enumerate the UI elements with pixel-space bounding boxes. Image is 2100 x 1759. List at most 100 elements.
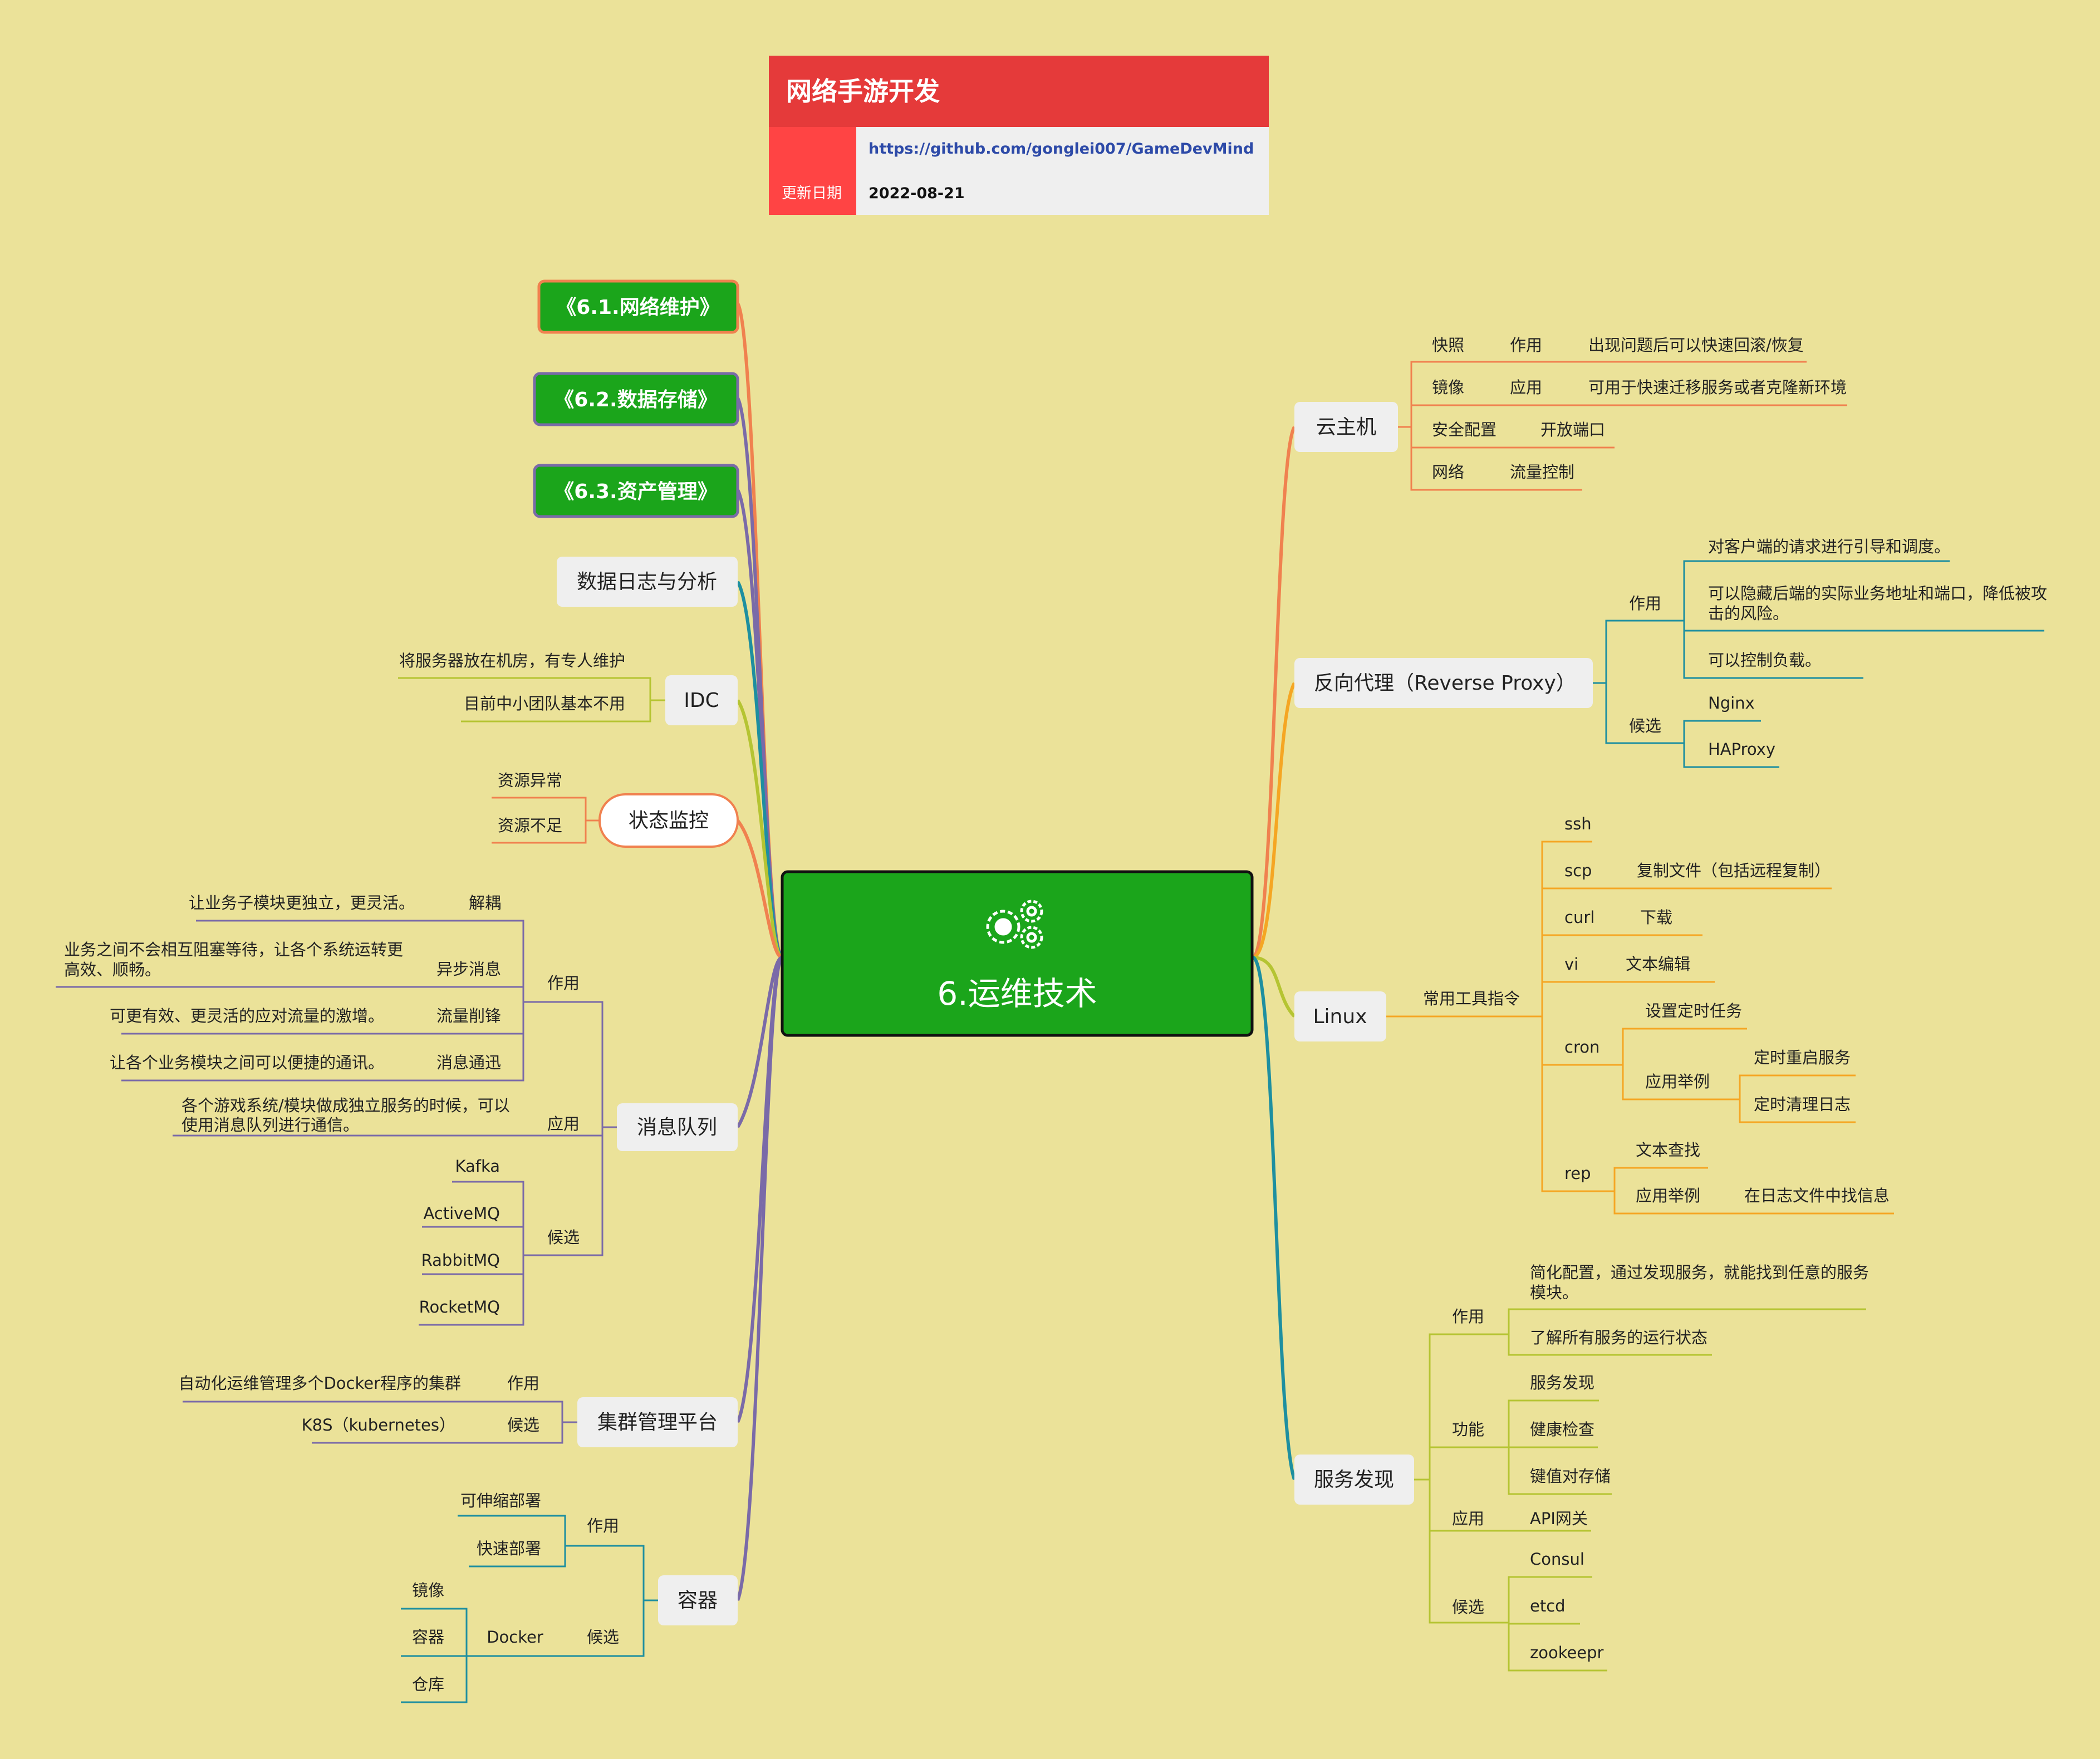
linux-tools-label: 常用工具指令 xyxy=(1423,989,1520,1008)
mq-purpose-desc: 业务之间不会相互阻塞等待，让各个系统运转更 xyxy=(64,940,403,959)
linux-cmd: curl xyxy=(1564,908,1594,927)
mq-purpose-desc: 可更有效、更灵活的应对流量的激增。 xyxy=(110,1006,384,1025)
mq-purpose-label: 作用 xyxy=(547,974,580,992)
proxy-purpose: 对客户端的请求进行引导和调度。 xyxy=(1708,537,1950,556)
topic-reverse-proxy[interactable]: 反向代理（Reverse Proxy） xyxy=(1294,658,1593,708)
discovery-candidate: etcd xyxy=(1530,1596,1566,1615)
idc-item: 将服务器放在机房，有专人维护 xyxy=(399,651,625,670)
topic-idc[interactable]: IDC xyxy=(665,675,738,725)
discovery-connectors xyxy=(1414,1308,1866,1672)
discovery-candidate: zookeepr xyxy=(1530,1643,1604,1662)
topic-message-queue[interactable]: 消息队列 xyxy=(617,1103,738,1151)
linux-cmd: rep xyxy=(1564,1164,1591,1183)
proxy-purpose: 可以控制负载。 xyxy=(1708,651,1821,670)
cron-example: 定时重启服务 xyxy=(1754,1048,1851,1067)
cluster-connectors xyxy=(183,1401,577,1444)
topic-network-maintenance[interactable]: 《6.1.网络维护》 xyxy=(537,279,739,334)
proxy-purpose: 击的风险。 xyxy=(1708,604,1789,623)
proxy-candidate-label: 候选 xyxy=(1629,716,1661,735)
discovery-app: API网关 xyxy=(1530,1509,1588,1528)
mq-candidate: Kafka xyxy=(455,1157,500,1176)
cloud-item: 流量控制 xyxy=(1510,463,1574,481)
discovery-func: 健康检查 xyxy=(1530,1420,1594,1439)
topic-service-discovery[interactable]: 服务发现 xyxy=(1294,1455,1414,1505)
topic-label: 数据日志与分析 xyxy=(577,571,717,593)
topic-label: 《6.2.数据存储》 xyxy=(554,389,717,411)
cloud-item: 应用 xyxy=(1510,378,1542,397)
monitor-item: 资源不足 xyxy=(498,816,562,835)
cloud-item: 安全配置 xyxy=(1432,420,1497,439)
topic-linux[interactable]: Linux xyxy=(1294,991,1386,1041)
header-info-cell xyxy=(856,127,1269,215)
idc-connectors xyxy=(398,677,665,723)
discovery-purpose: 模块。 xyxy=(1530,1283,1578,1302)
cloud-item: 开放端口 xyxy=(1540,420,1605,439)
discovery-candidate: Consul xyxy=(1530,1550,1584,1569)
cluster-candidate: K8S（kubernetes） xyxy=(302,1416,455,1434)
container-purpose: 快速部署 xyxy=(477,1539,541,1558)
center-topic[interactable]: 6.运维技术 xyxy=(781,870,1254,1037)
proxy-candidate: Nginx xyxy=(1708,694,1755,713)
topic-cloud-host[interactable]: 云主机 xyxy=(1294,402,1398,452)
cloud-item: 可用于快速迁移服务或者克隆新环境 xyxy=(1588,378,1847,397)
mq-purpose-key: 异步消息 xyxy=(436,960,501,979)
proxy-candidate: HAProxy xyxy=(1708,740,1775,759)
rep-item: 文本查找 xyxy=(1636,1141,1700,1159)
topic-label: Linux xyxy=(1313,1005,1367,1028)
mq-purpose-desc: 让各个业务模块之间可以便捷的通讯。 xyxy=(110,1053,384,1072)
mq-candidate: ActiveMQ xyxy=(423,1204,500,1223)
topic-cluster-platform[interactable]: 集群管理平台 xyxy=(577,1397,738,1447)
linux-cmd-desc: 下载 xyxy=(1640,908,1672,927)
topic-data-log-analysis[interactable]: 数据日志与分析 xyxy=(557,557,738,607)
cloud-item: 出现问题后可以快速回滚/恢复 xyxy=(1588,336,1804,355)
container-purpose: 可伸缩部署 xyxy=(460,1491,541,1510)
rep-example: 在日志文件中找信息 xyxy=(1744,1186,1890,1205)
discovery-purpose: 简化配置，通过发现服务，就能找到任意的服务 xyxy=(1530,1263,1869,1282)
mq-app-desc: 使用消息队列进行通信。 xyxy=(181,1116,359,1134)
topic-label: 云主机 xyxy=(1316,416,1376,439)
topic-label: 《6.1.网络维护》 xyxy=(556,296,719,319)
container-purpose-label: 作用 xyxy=(587,1516,619,1535)
proxy-purpose-label: 作用 xyxy=(1629,594,1661,613)
header-date-label: 更新日期 xyxy=(782,185,842,202)
main-branches xyxy=(736,302,1296,1601)
header-card: 网络手游开发 https://github.com/gonglei007/Gam… xyxy=(769,56,1269,215)
mq-candidate: RabbitMQ xyxy=(421,1251,500,1270)
topic-label: 集群管理平台 xyxy=(597,1411,718,1434)
header-date: 2022-08-21 xyxy=(869,185,965,202)
header-link[interactable]: https://github.com/gonglei007/GameDevMin… xyxy=(869,140,1254,158)
cron-item: 设置定时任务 xyxy=(1645,1001,1742,1020)
topic-label: 消息队列 xyxy=(637,1116,717,1139)
monitor-connectors xyxy=(492,797,600,844)
topic-asset-management[interactable]: 《6.3.资产管理》 xyxy=(533,464,739,518)
topic-status-monitoring[interactable]: 状态监控 xyxy=(598,793,739,848)
discovery-func: 服务发现 xyxy=(1530,1373,1594,1392)
cluster-purpose-desc: 自动化运维管理多个Docker程序的集群 xyxy=(178,1374,461,1393)
topic-label: 服务发现 xyxy=(1314,1468,1394,1491)
cloud-item: 作用 xyxy=(1510,336,1542,355)
topic-container[interactable]: 容器 xyxy=(658,1575,738,1625)
mq-connectors xyxy=(56,920,617,1326)
discovery-func: 键值对存储 xyxy=(1530,1467,1611,1486)
cluster-candidate-label: 候选 xyxy=(507,1416,539,1434)
cron-example: 定时清理日志 xyxy=(1754,1095,1851,1114)
discovery-func-label: 功能 xyxy=(1452,1420,1484,1439)
topic-data-storage[interactable]: 《6.2.数据存储》 xyxy=(533,372,739,426)
cluster-purpose-label: 作用 xyxy=(507,1374,539,1393)
proxy-connectors xyxy=(1593,560,2044,768)
cloud-connectors xyxy=(1398,361,1847,491)
topic-label: 容器 xyxy=(678,1589,718,1612)
header-title-bar xyxy=(769,56,1269,127)
container-docker: Docker xyxy=(487,1628,543,1647)
cloud-item: 网络 xyxy=(1432,463,1464,481)
docker-item: 镜像 xyxy=(412,1581,444,1600)
mq-purpose-desc: 高效、顺畅。 xyxy=(64,960,161,979)
cron-item: 应用举例 xyxy=(1645,1072,1710,1091)
header-label-cell xyxy=(769,127,856,215)
linux-cmd-desc: 文本编辑 xyxy=(1626,955,1690,974)
cloud-item: 镜像 xyxy=(1432,378,1464,397)
linux-cmd: scp xyxy=(1564,861,1592,880)
mq-purpose-key: 解耦 xyxy=(469,893,501,912)
header-title: 网络手游开发 xyxy=(786,76,940,106)
